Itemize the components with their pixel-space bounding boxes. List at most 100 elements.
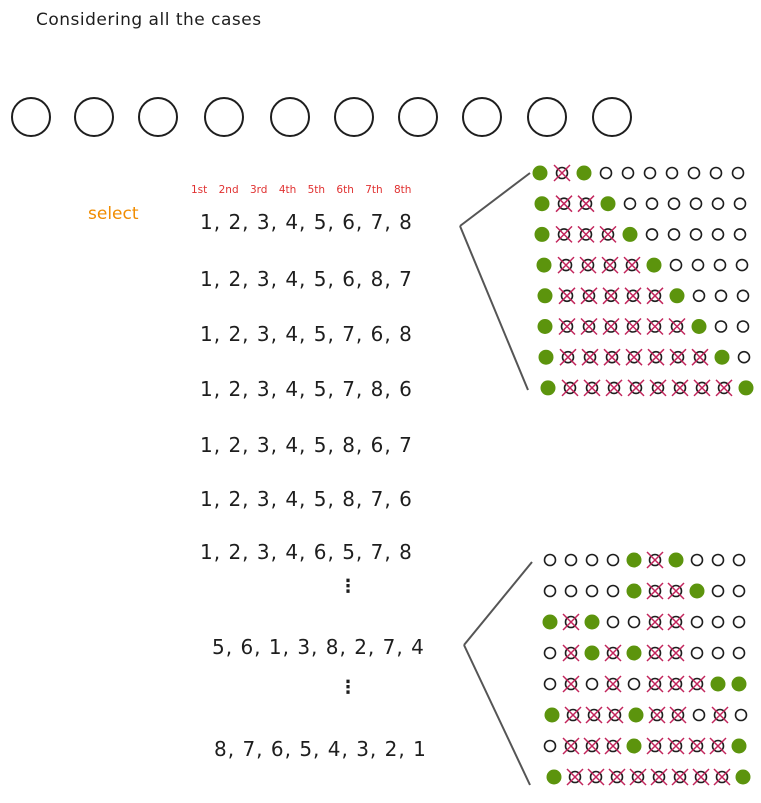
empty-circle [732, 584, 746, 598]
item-circle [270, 97, 310, 137]
crossed-circle [557, 197, 571, 210]
cross-mark [624, 287, 642, 305]
crossed-circle [561, 350, 575, 364]
empty-circle [733, 228, 747, 241]
crossed-circle [564, 739, 578, 753]
crossed-circle [587, 708, 601, 722]
empty-circle [627, 615, 641, 629]
empty-circle [623, 197, 637, 210]
permutation-row: 1, 2, 3, 4, 5, 7, 6, 8 [200, 322, 413, 346]
crossed-circle [557, 228, 571, 241]
empty-circle [711, 584, 725, 598]
cross-mark [715, 379, 733, 397]
selected-circle [537, 288, 553, 304]
cross-mark [648, 706, 666, 724]
selected-circle [537, 319, 553, 334]
item-circle [138, 97, 178, 137]
permutation-row: 1, 2, 3, 4, 5, 6, 7, 8 [200, 210, 413, 234]
cross-mark [671, 379, 689, 397]
cross-mark [692, 768, 710, 786]
permutation-row: 1, 2, 3, 4, 5, 7, 8, 6 [200, 377, 413, 401]
empty-circle [667, 228, 681, 241]
cross-mark [646, 613, 664, 631]
cross-mark [583, 379, 601, 397]
cross-mark [688, 675, 706, 693]
crossed-circle [650, 708, 664, 722]
crossed-circle [671, 350, 685, 364]
item-circle [204, 97, 244, 137]
permutation-row: 1, 2, 3, 4, 5, 6, 8, 7 [200, 267, 413, 291]
selected-circle [646, 257, 662, 273]
cross-mark [581, 348, 599, 366]
empty-circle [643, 166, 657, 180]
crossed-circle [648, 646, 662, 660]
crossed-circle [606, 646, 620, 660]
crossed-circle [695, 381, 709, 395]
cross-mark [646, 317, 664, 336]
cross-mark [711, 706, 729, 724]
cross-mark [608, 768, 626, 786]
empty-circle [709, 166, 723, 180]
cross-mark [646, 287, 664, 305]
crossed-circle [717, 381, 731, 395]
cross-mark [691, 348, 709, 366]
crossed-circle [694, 770, 708, 784]
crossed-circle [673, 381, 687, 395]
crossed-circle [607, 381, 621, 395]
ordinal-label: 3rd [249, 184, 268, 196]
item-circle [74, 97, 114, 137]
ordinal-label: 4th [278, 184, 297, 196]
cross-mark [647, 348, 665, 366]
crossed-circle [610, 770, 624, 784]
selected-circle [576, 165, 592, 181]
position-ordinals: 1st 2nd 3rd 4th 5th 6th 7th 8th [191, 184, 419, 196]
cross-mark [646, 551, 664, 569]
selected-circle [538, 349, 554, 365]
cross-mark [668, 317, 686, 336]
empty-circle [735, 258, 749, 272]
crossed-circle [711, 739, 725, 753]
selected-circle [626, 552, 642, 568]
crossed-circle [693, 350, 707, 364]
crossed-circle [603, 258, 617, 272]
empty-circle [627, 677, 641, 691]
empty-circle [711, 615, 725, 629]
selected-circle [584, 614, 600, 630]
empty-circle [732, 615, 746, 629]
selected-circle [735, 769, 751, 785]
cross-mark [646, 582, 664, 600]
ordinal-label: 8th [394, 184, 412, 196]
crossed-circle [652, 770, 666, 784]
crossed-circle [563, 381, 577, 395]
cross-mark [555, 225, 573, 243]
empty-circle [692, 708, 706, 722]
item-circle [398, 97, 438, 137]
empty-circle [689, 197, 703, 210]
cross-mark [562, 613, 580, 631]
permutation-row: 1, 2, 3, 4, 5, 8, 7, 6 [200, 487, 413, 511]
empty-circle [692, 289, 706, 303]
crossed-circle [555, 166, 569, 180]
selection-grid-top [532, 164, 754, 397]
empty-circle [645, 228, 659, 241]
empty-circle [732, 553, 746, 567]
ordinal-label: 6th [336, 184, 354, 196]
crossed-circle [669, 646, 683, 660]
selected-circle [536, 257, 552, 273]
empty-circle [543, 553, 557, 567]
crossed-circle [579, 197, 593, 210]
cross-mark [564, 706, 582, 724]
cross-mark [562, 644, 580, 662]
cross-mark [604, 737, 622, 755]
cross-mark [561, 379, 579, 397]
empty-circle [689, 228, 703, 241]
cross-mark [558, 287, 576, 305]
cross-mark [671, 768, 689, 786]
permutation-row: 1, 2, 3, 4, 6, 5, 7, 8 [200, 540, 413, 564]
crossed-circle [648, 320, 662, 333]
empty-circle [711, 228, 725, 241]
selected-circle [714, 349, 730, 365]
cross-mark [649, 379, 667, 397]
empty-circle [606, 553, 620, 567]
